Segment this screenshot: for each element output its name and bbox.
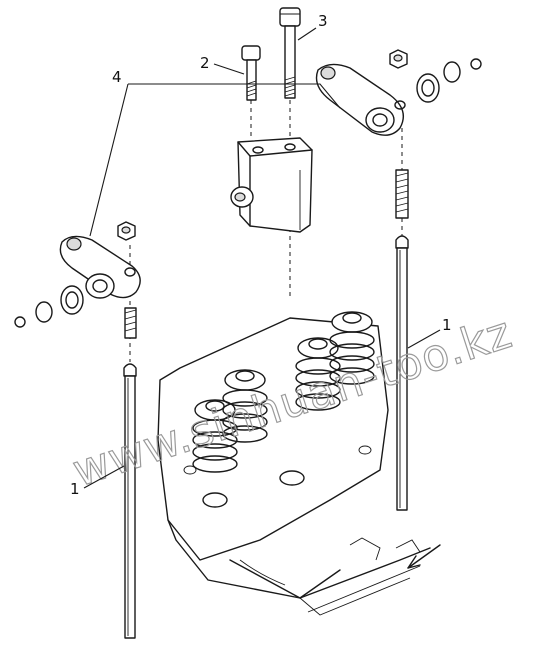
- adjuster-nut-right: [389, 49, 408, 69]
- valve-spring-1: [192, 399, 238, 473]
- valve-spring-3: [295, 337, 341, 411]
- rocker-support-bracket: [230, 137, 313, 233]
- adjuster-screw-right: [395, 169, 409, 219]
- rocker-arm-left: [14, 221, 141, 328]
- valve-spring-2: [222, 369, 268, 443]
- callout-label-1-right: 1: [442, 316, 452, 334]
- short-bolt: [241, 45, 261, 101]
- adjuster-nut-left: [117, 221, 136, 241]
- callout-label-3: 3: [318, 12, 328, 30]
- cylinder-head: [157, 311, 431, 616]
- valve-spring-4: [329, 311, 375, 385]
- pushrod-left: [123, 363, 137, 639]
- rocker-arm-right: [315, 49, 482, 136]
- callout-leaders: [83, 27, 441, 489]
- callout-label-4: 4: [112, 68, 122, 86]
- long-bolt: [279, 7, 301, 99]
- callout-label-1-left: 1: [70, 480, 80, 498]
- callout-label-2: 2: [200, 54, 210, 72]
- pushrod-right: [395, 235, 409, 511]
- adjuster-screw-left: [124, 307, 137, 339]
- pointer-arrow: [407, 544, 441, 569]
